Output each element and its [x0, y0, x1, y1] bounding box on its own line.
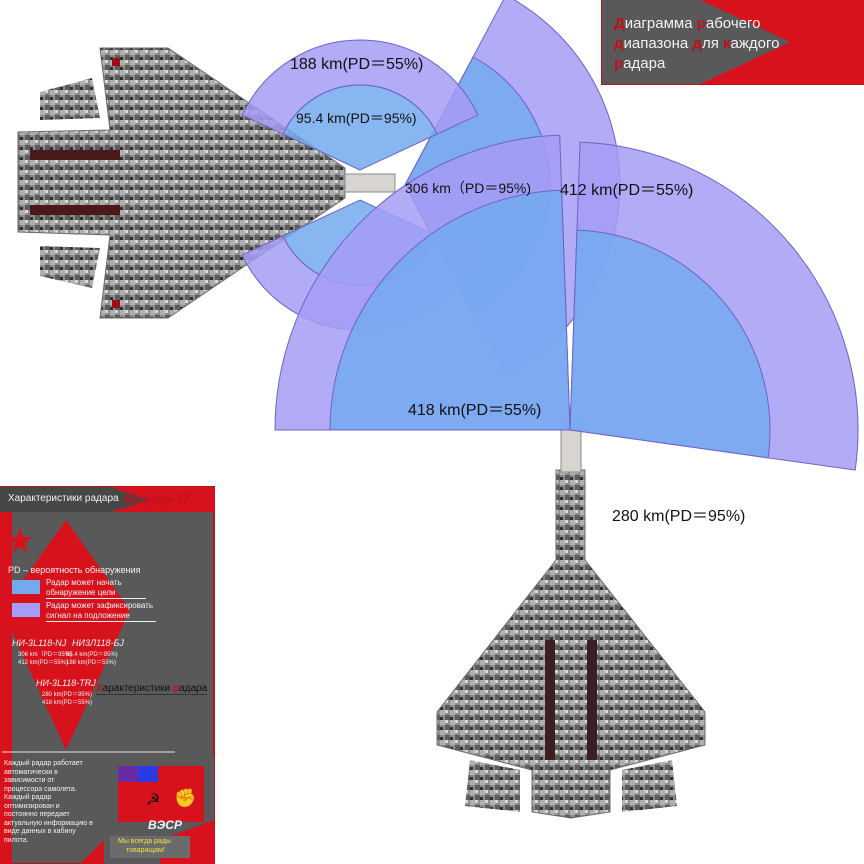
- upper-wing-pd55-label: 188 km(PD＝55%): [290, 56, 424, 73]
- pd-description: PD – вероятность обнаружения: [8, 565, 141, 575]
- description-line: постоянно передает: [4, 811, 70, 818]
- nose-pd95-label: 306 km（PD＝95%): [405, 180, 532, 196]
- radar-right-name: НИ3Л118-БЈ: [72, 638, 124, 648]
- title-line: радара: [614, 55, 666, 72]
- aircraft-name: Baryoga-57: [124, 492, 190, 506]
- radar-bottom-name: НИ-3L118-TRJ: [36, 678, 96, 688]
- panel-side-caption: Характеристики радара: [96, 683, 208, 695]
- title-line: диапазона для каждого: [614, 35, 780, 52]
- slogan-line-1: Мы всегда рады: [118, 838, 171, 845]
- diagram-title: Диаграмма рабочего диапазона для каждого р…: [614, 14, 834, 74]
- description-line: Каждый радар: [4, 794, 52, 801]
- radar-right-value-2: 188 km(PD＝55%): [66, 660, 117, 666]
- org-name: ВЭСР: [148, 818, 182, 832]
- fist-icon: ✊: [174, 788, 197, 808]
- hammer-sickle-icon: ☭: [146, 792, 161, 809]
- upper-wing-radar-pd95-sector: [282, 84, 438, 171]
- description-line: виде данных в кабину: [4, 828, 76, 835]
- description-line: оптимизирован и: [4, 802, 60, 810]
- panel-header: Характеристики радара: [8, 493, 119, 504]
- nose-pd55-label: 412 km(PD＝55%): [560, 182, 694, 199]
- radar-bottom-value-2: 418 km(PD＝55%): [42, 700, 93, 706]
- radar-bottom-value-1: 280 km(PD＝95%): [42, 692, 93, 698]
- radar-left-name: НИ-3L118-NJ: [12, 638, 67, 648]
- info-panel-background: [0, 486, 215, 864]
- description-line: актуальную информацию в: [4, 819, 93, 827]
- slogan-line-2: товарищам!: [126, 847, 165, 854]
- upper-wing-pd95-label: 95.4 km(PD＝95%): [296, 110, 417, 126]
- legend-pd55-text: Радар может зафиксировать сигнал на подл…: [46, 601, 156, 622]
- title-box: [601, 0, 864, 85]
- bottom-radar-right-pd95-sector: [569, 229, 771, 459]
- radar-left-value-2: 412 km(PD＝55%): [18, 660, 69, 666]
- title-line: Диаграмма рабочего: [614, 15, 761, 32]
- description-line: автоматически в: [4, 768, 58, 776]
- legend-pd95-text: Радар может начать обнаружение цели: [46, 578, 146, 599]
- bottom-radar-left-pd95-sector: [329, 189, 571, 431]
- bottom-pd55-label: 418 km(PD＝55%): [408, 402, 542, 419]
- radar-left-value-1: 306 km（PD＝95%): [18, 652, 73, 658]
- bottom-radar-coverage: [274, 134, 859, 471]
- bottom-aircraft-image: [436, 419, 706, 819]
- description-line: пилота.: [4, 836, 29, 844]
- description-line: зависимости от: [4, 777, 55, 784]
- description-line: процессора самолета.: [4, 785, 77, 793]
- description-line: Каждый радар работает: [4, 760, 83, 767]
- radar-right-value-1: 95.4 km(PD＝95%): [66, 652, 118, 658]
- bottom-pd95-label: 280 km(PD＝95%): [612, 508, 746, 525]
